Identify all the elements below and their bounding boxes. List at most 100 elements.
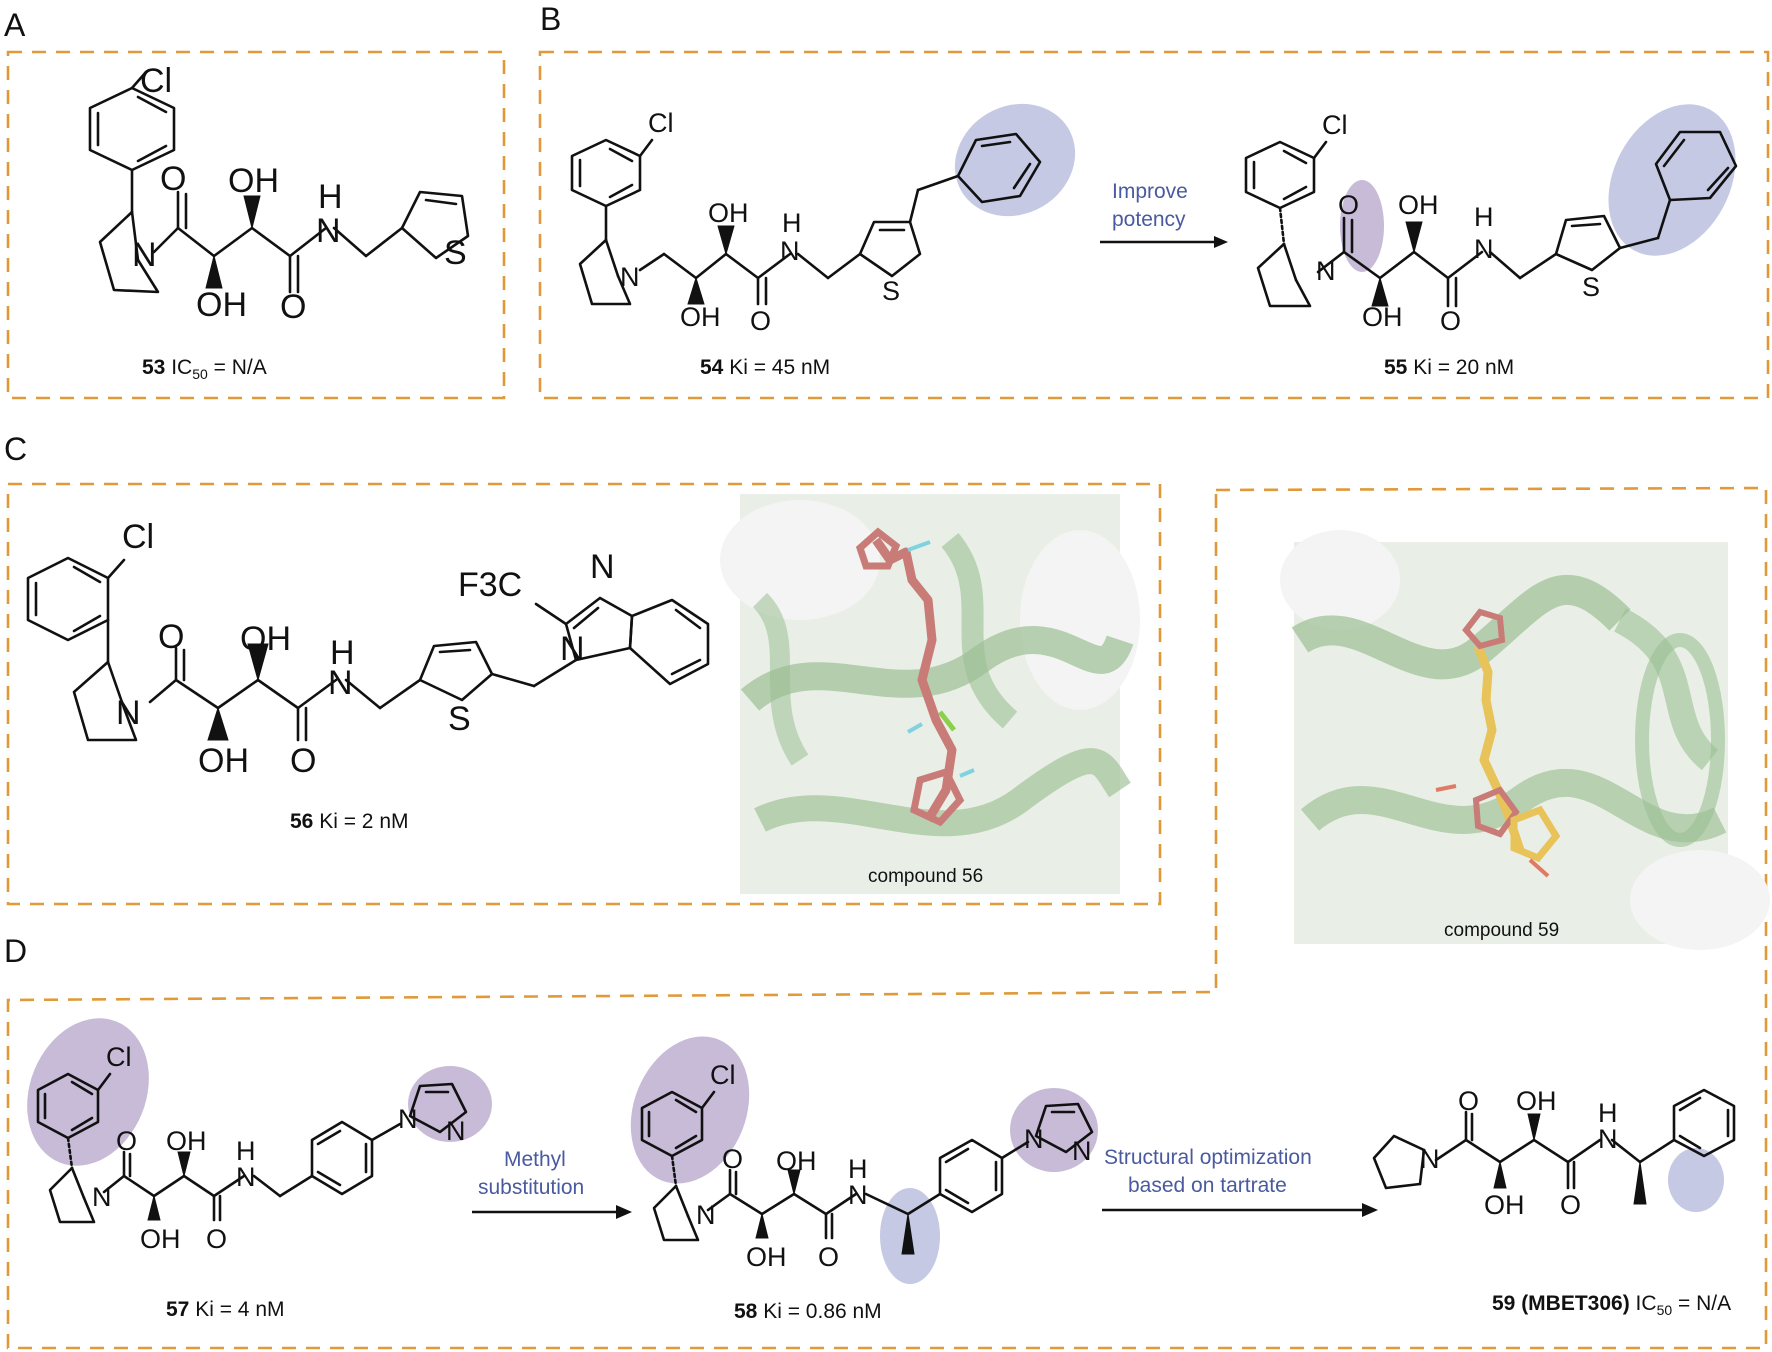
structure-59 [1372,1088,1736,1205]
panel-b-border [538,50,1770,400]
arrow-label-structural-2: based on tartrate [1128,1174,1287,1197]
highlight-chlorophenyl-58 [630,1036,750,1184]
atom-oh-54a: OH [680,302,721,332]
atom-o-59a: O [1458,1086,1479,1116]
structure-54 [570,132,1042,306]
atom-o-56b: O [290,742,316,780]
arrow-improve-potency [1100,236,1228,248]
atom-o-53a: O [160,160,186,198]
atom-cl-55: Cl [1322,110,1348,140]
atom-n-54b: N [780,236,800,266]
panel-label-a: A [4,7,26,43]
structure-58 [640,1090,1094,1255]
structure-56 [26,556,710,742]
atom-n-57c: N [398,1104,418,1134]
atom-h-53: H [318,178,343,216]
atom-oh-53b: OH [228,162,279,200]
arrow-label-methyl-1: Methyl [504,1148,566,1171]
atom-n-57d: N [446,1116,466,1146]
protein-image-59 [1280,530,1770,950]
atom-oh-58a: OH [746,1242,787,1272]
atom-n-55: N [1316,256,1336,286]
atom-cl-56: Cl [122,518,154,556]
atom-cl-58: Cl [710,1060,736,1090]
atom-n-53b: N [316,212,341,250]
atom-s-55: S [1582,272,1600,302]
atom-o-58a: O [722,1144,743,1174]
atom-oh-55a: OH [1362,302,1403,332]
atom-oh-56a: OH [198,742,249,780]
atom-o-56a: O [158,618,184,656]
atom-n-56c: N [590,548,615,586]
panel-a-border [6,50,506,400]
atom-o-59b: O [1560,1190,1581,1220]
caption-57: 57 Ki = 4 nM [166,1298,285,1321]
structure-55 [1244,130,1738,308]
atom-n-57b: N [236,1162,256,1192]
panel-label-d: D [4,933,27,969]
atom-n-53: N [132,236,157,274]
atom-oh-57b: OH [166,1126,207,1156]
arrow-structural-optimization [1102,1203,1378,1217]
atom-oh-58b: OH [776,1146,817,1176]
atom-h-55: H [1474,202,1494,232]
atom-n-59b: N [1598,1124,1618,1154]
atom-n-58b: N [848,1180,868,1210]
atom-s-56: S [448,700,471,738]
atom-o-54: O [750,306,771,336]
panel-label-b: B [540,1,561,37]
structure-57 [36,1072,468,1224]
highlight-benzyl-54 [954,103,1076,217]
atom-h-54: H [782,208,802,238]
atom-h-59: H [1598,1098,1618,1128]
atom-n-59: N [1420,1144,1440,1174]
atom-n-58d: N [1072,1136,1092,1166]
atom-s-53: S [444,234,467,272]
arrow-label-methyl-2: substitution [478,1176,584,1199]
arrow-label-structural-1: Structural optimization [1104,1146,1312,1169]
highlight-phenyl-59 [1668,1148,1724,1212]
atom-oh-53a: OH [196,286,247,324]
arrow-label-improve-1: Improve [1112,180,1188,203]
caption-53: 53 IC50 = N/A [142,356,267,382]
caption-54: 54 Ki = 45 nM [700,356,830,379]
atom-cl-53: Cl [140,62,172,100]
highlight-pyrazole-58 [1010,1088,1098,1172]
atom-o-57b: O [206,1224,227,1254]
atom-oh-56b: OH [240,620,291,658]
atom-n-56d: N [560,630,585,668]
atom-n-56b: N [328,664,353,702]
atom-n-56: N [116,694,141,732]
caption-56: 56 Ki = 2 nM [290,810,409,833]
atom-o-55a: O [1338,190,1359,220]
arrow-methyl-substitution [472,1205,632,1219]
atom-n-58c: N [1024,1124,1044,1154]
atom-h-57: H [236,1136,256,1166]
atom-f3c-56: F3C [458,566,522,604]
image-label-56: compound 56 [868,866,983,887]
atom-cl-57: Cl [106,1042,132,1072]
atom-n-55b: N [1474,234,1494,264]
atom-o-53b: O [280,288,306,326]
atom-cl-54: Cl [648,108,674,138]
panel-c-left-border [6,482,1162,906]
panel-label-c: C [4,431,27,467]
caption-58: 58 Ki = 0.86 nM [734,1300,882,1323]
atom-h-56: H [330,634,355,672]
image-label-59: compound 59 [1444,920,1559,941]
atom-oh-57a: OH [140,1224,181,1254]
atom-oh-55b: OH [1398,190,1439,220]
caption-55: 55 Ki = 20 nM [1384,356,1514,379]
atom-n-54: N [620,262,640,292]
panel-c-right-border [6,486,1768,1350]
protein-image-56 [720,494,1140,894]
atom-o-55b: O [1440,306,1461,336]
atom-s-54: S [882,276,900,306]
atom-oh-59a: OH [1484,1190,1525,1220]
structure-53 [88,70,470,294]
atom-h-58: H [848,1154,868,1184]
atom-oh-59b: OH [1516,1086,1557,1116]
atom-n-58: N [696,1200,716,1230]
atom-o-58b: O [818,1242,839,1272]
